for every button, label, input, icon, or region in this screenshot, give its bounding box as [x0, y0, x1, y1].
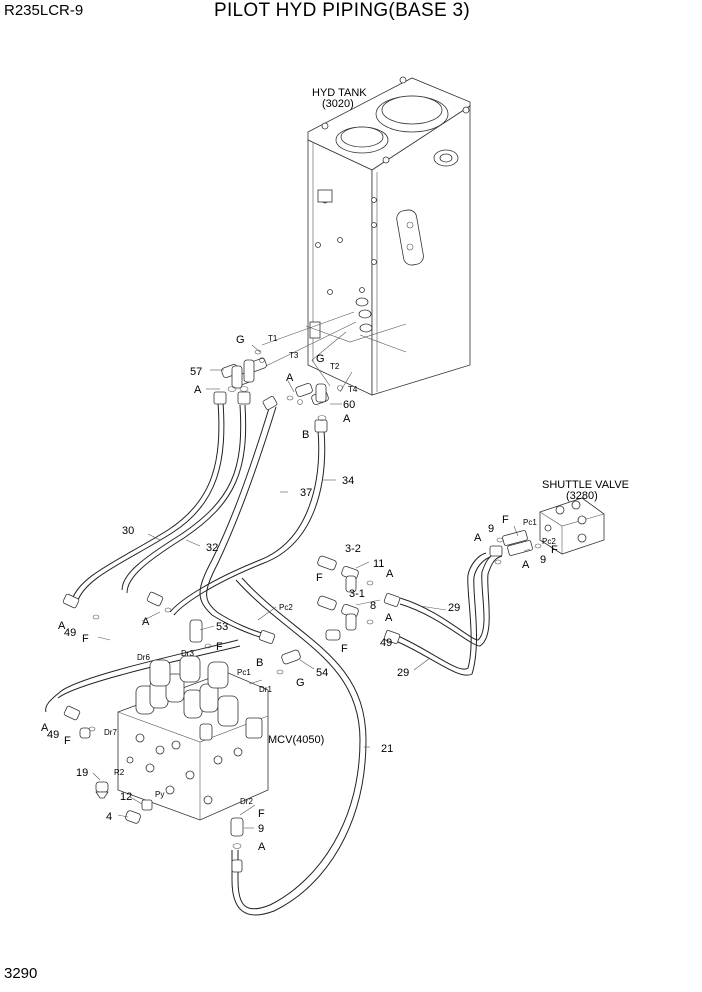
callout-37: 37 — [300, 487, 312, 499]
letter-codes: G G G A A A A A A A A A A A B B F F F F … — [41, 334, 558, 853]
letter-b-mcv: B — [256, 657, 263, 669]
callout-29-upper: 29 — [448, 602, 460, 614]
callout-29-lower: 29 — [397, 667, 409, 679]
port-pc1-mcv: Pc1 — [237, 668, 251, 677]
letter-a-sv-lower: A — [522, 559, 530, 571]
callout-53: 53 — [216, 621, 228, 633]
port-py: Py — [155, 790, 164, 799]
hoses — [45, 401, 503, 916]
callout-11: 11 — [373, 558, 384, 570]
hose-fittings — [62, 391, 401, 873]
callout-12: 12 — [120, 791, 132, 803]
letter-b-tank: B — [302, 429, 309, 441]
letter-g-mcv: G — [296, 677, 305, 689]
callout-34: 34 — [342, 475, 354, 487]
letter-a-11: A — [386, 568, 394, 580]
callout-4: 4 — [106, 811, 112, 823]
port-dr7: Dr7 — [104, 728, 117, 737]
mcv-assembly — [117, 655, 269, 821]
port-dr6: Dr6 — [137, 653, 150, 662]
loose-parts — [95, 781, 153, 824]
callout-30: 30 — [122, 525, 134, 537]
leader-lines — [92, 344, 531, 829]
port-t1: T1 — [268, 334, 278, 343]
port-dr2: Dr2 — [240, 797, 253, 806]
hyd-tank-ref: (3020) — [322, 98, 354, 110]
port-dr3: Dr3 — [181, 649, 194, 658]
callout-9-sv-upper: 9 — [488, 523, 494, 535]
o-rings — [88, 349, 542, 849]
port-labels: T1 T2 T3 T4 Pc1 Pc2 Pc1 Pc2 Dr1 Dr2 Dr3 … — [104, 334, 556, 806]
letter-a-49-lower: A — [41, 722, 49, 734]
callout-3-1: 3-1 — [349, 588, 365, 600]
letter-f-49-upper: F — [82, 633, 89, 645]
letter-g-tank: G — [316, 353, 325, 365]
letter-a-60: A — [343, 413, 351, 425]
callout-49-mid: 49 — [380, 637, 392, 649]
callout-9-bottom: 9 — [258, 823, 264, 835]
letter-f-11: F — [316, 572, 323, 584]
hyd-tank-label: HYD TANK — [312, 87, 367, 99]
letter-a-bottom: A — [258, 841, 266, 853]
port-t3: T3 — [289, 351, 299, 360]
callout-3-2: 3-2 — [345, 543, 361, 555]
letter-f-49-mid: F — [341, 643, 348, 655]
callout-21: 21 — [381, 743, 393, 755]
tank-fittings — [221, 357, 343, 405]
letter-a-tank: A — [286, 372, 294, 384]
letter-a-49-upper: A — [58, 620, 66, 632]
port-dr1: Dr1 — [259, 685, 272, 694]
letter-a-8: A — [385, 612, 393, 624]
port-t4: T4 — [348, 385, 358, 394]
mcv-label: MCV(4050) — [268, 734, 324, 746]
letter-f-49-lower: F — [64, 735, 71, 747]
tee-fittings — [79, 555, 359, 739]
callout-numbers: 57 60 34 37 30 32 3-2 11 3-1 8 29 29 53 … — [47, 366, 546, 835]
shuttle-valve-label: SHUTTLE VALVE — [542, 479, 629, 491]
hyd-tank — [305, 76, 471, 396]
callout-60: 60 — [343, 399, 355, 411]
letter-a-mid-left: A — [142, 616, 150, 628]
callout-54: 54 — [316, 667, 328, 679]
page-title: PILOT HYD PIPING(BASE 3) — [214, 0, 471, 21]
page-number: 3290 — [4, 965, 38, 982]
letter-f-bottom: F — [258, 808, 265, 820]
port-pc2-mid: Pc2 — [279, 603, 293, 612]
shuttle-valve — [489, 497, 605, 557]
port-t2: T2 — [330, 362, 340, 371]
letter-g-top: G — [236, 334, 245, 346]
callout-8: 8 — [370, 600, 376, 612]
callout-32: 32 — [206, 542, 218, 554]
letter-a-sv-upper: A — [474, 532, 482, 544]
model-code: R235LCR-9 — [4, 2, 84, 19]
port-pc1-shuttle: Pc1 — [523, 518, 537, 527]
port-pc2-shuttle: Pc2 — [542, 537, 556, 546]
port-r2: R2 — [114, 768, 125, 777]
letter-f-53: F — [216, 641, 223, 653]
callout-49-left-lower: 49 — [47, 729, 59, 741]
letter-a-57: A — [194, 384, 202, 396]
return-ports — [309, 297, 373, 339]
callout-57: 57 — [190, 366, 202, 378]
letter-f-sv-upper: F — [502, 514, 509, 526]
letter-f-sv-lower: F — [551, 544, 558, 556]
callout-9-sv-lower: 9 — [540, 554, 546, 566]
callout-19: 19 — [76, 767, 88, 779]
shuttle-valve-ref: (3280) — [566, 490, 598, 502]
callout-49-left-upper: 49 — [64, 627, 76, 639]
